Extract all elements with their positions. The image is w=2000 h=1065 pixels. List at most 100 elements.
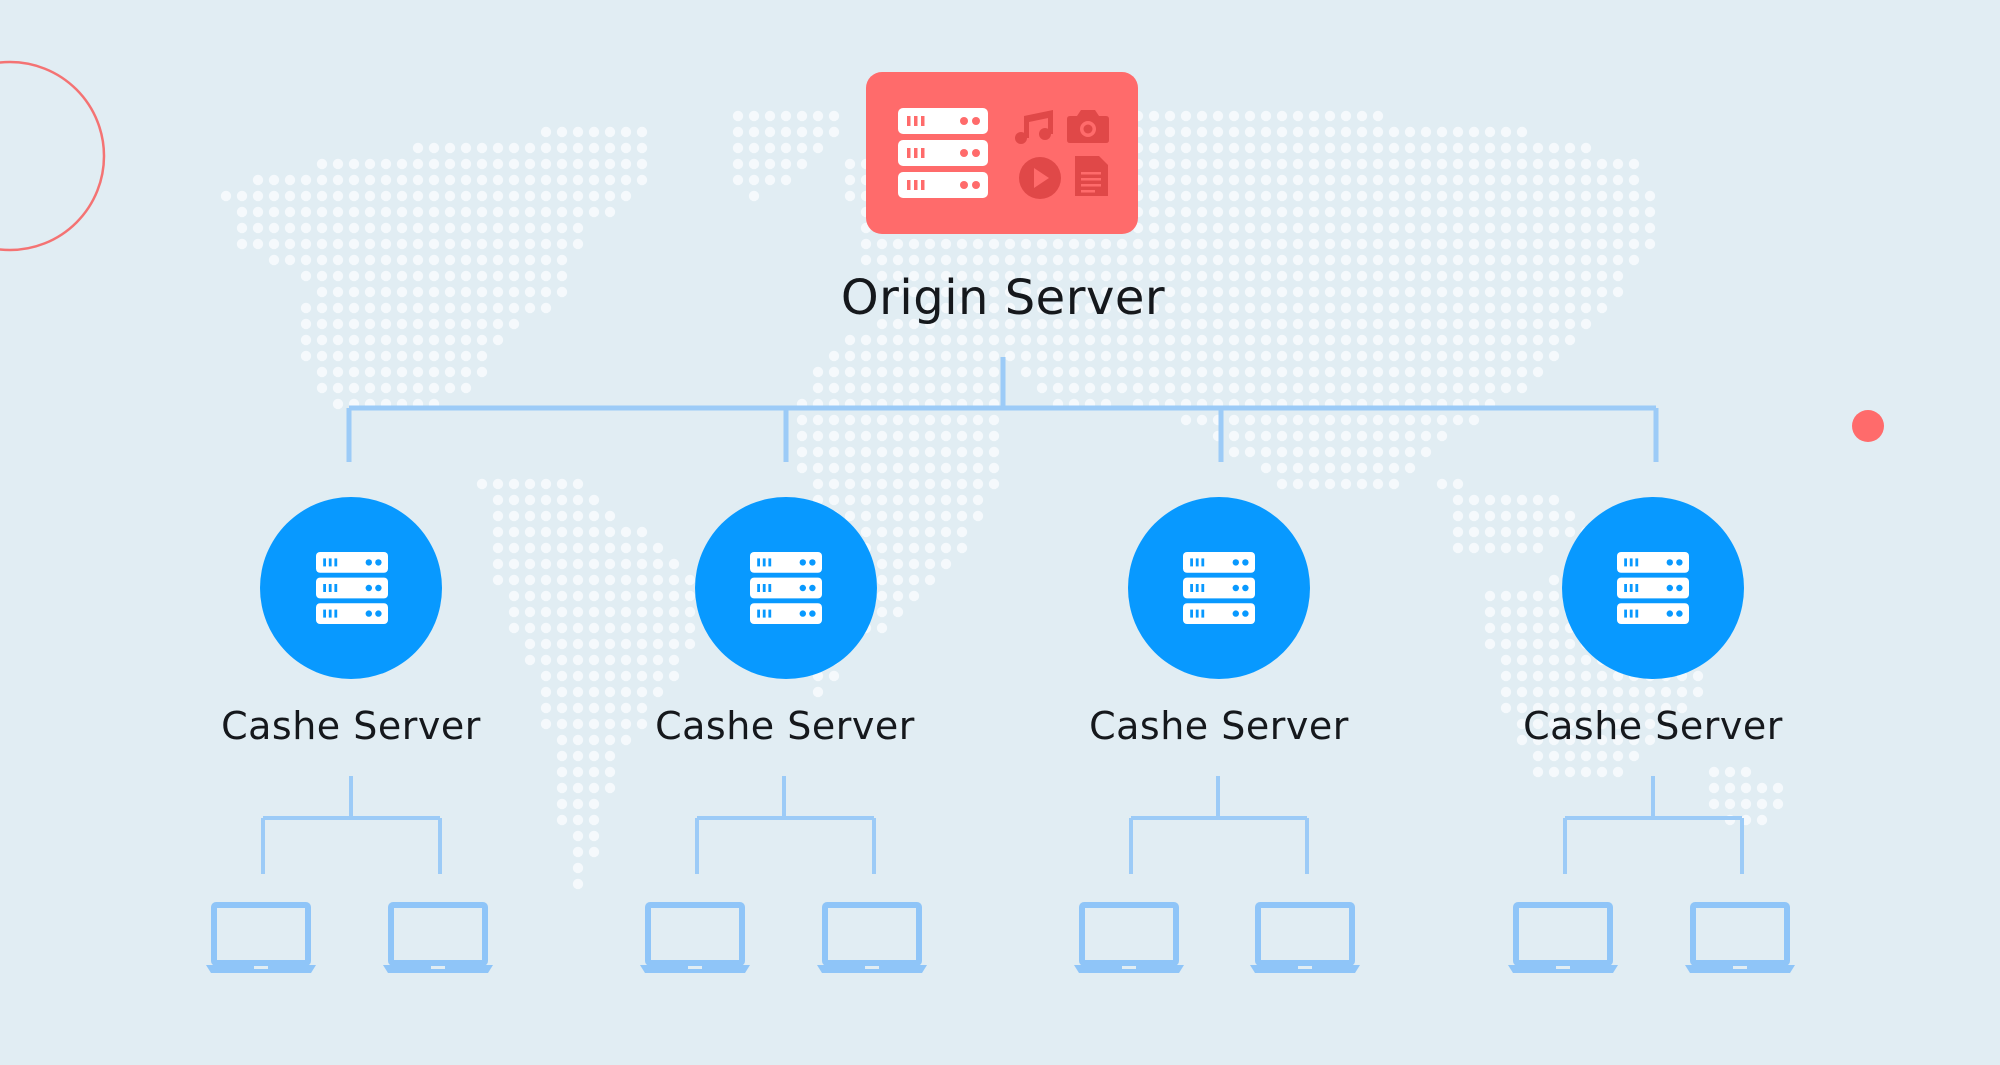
map-dot <box>1484 254 1496 266</box>
map-dot <box>1068 270 1080 282</box>
map-dot <box>412 318 424 330</box>
map-dot <box>620 158 632 170</box>
map-dot <box>732 126 744 138</box>
map-dot <box>1004 270 1016 282</box>
map-dot <box>908 526 920 538</box>
map-dot <box>1532 526 1544 538</box>
map-dot <box>972 446 984 458</box>
map-dot <box>428 286 440 298</box>
map-dot <box>1564 702 1576 714</box>
map-dot <box>1276 382 1288 394</box>
map-dot <box>1356 478 1368 490</box>
map-dot <box>1196 414 1208 426</box>
map-dot <box>1148 174 1160 186</box>
origin-server-rack-icon <box>898 108 988 198</box>
map-dot <box>1452 382 1464 394</box>
map-dot <box>572 190 584 202</box>
map-dot <box>1564 334 1576 346</box>
map-dot <box>860 430 872 442</box>
map-dot <box>1244 286 1256 298</box>
map-dot <box>1164 270 1176 282</box>
map-dot <box>844 494 856 506</box>
map-dot <box>332 382 344 394</box>
map-dot <box>1228 190 1240 202</box>
map-dot <box>1564 286 1576 298</box>
map-dot <box>348 222 360 234</box>
map-dot <box>348 158 360 170</box>
map-dot <box>1516 606 1528 618</box>
map-dot <box>1324 414 1336 426</box>
map-dot <box>1084 366 1096 378</box>
map-dot <box>508 478 520 490</box>
map-dot <box>460 222 472 234</box>
map-dot <box>636 718 648 730</box>
map-dot <box>860 526 872 538</box>
map-dot <box>412 366 424 378</box>
map-dot <box>460 254 472 266</box>
map-dot <box>892 238 904 250</box>
map-dot <box>460 382 472 394</box>
map-dot <box>1452 510 1464 522</box>
map-dot <box>1324 430 1336 442</box>
map-dot <box>444 206 456 218</box>
map-dot <box>428 142 440 154</box>
map-dot <box>1580 158 1592 170</box>
map-dot <box>1196 222 1208 234</box>
map-dot <box>684 590 696 602</box>
map-dot <box>236 190 248 202</box>
map-dot <box>1500 142 1512 154</box>
map-dot <box>908 366 920 378</box>
map-dot <box>1356 318 1368 330</box>
map-dot <box>284 254 296 266</box>
map-dot <box>540 270 552 282</box>
map-dot <box>1324 126 1336 138</box>
map-dot <box>1228 302 1240 314</box>
map-dot <box>828 382 840 394</box>
map-dot <box>444 286 456 298</box>
map-dot <box>364 238 376 250</box>
map-dot <box>396 350 408 362</box>
map-dot <box>1052 286 1064 298</box>
map-dot <box>1260 206 1272 218</box>
map-dot <box>460 142 472 154</box>
map-dot <box>876 414 888 426</box>
map-dot <box>1372 302 1384 314</box>
map-dot <box>588 590 600 602</box>
map-dot <box>1164 158 1176 170</box>
map-dot <box>940 414 952 426</box>
map-dot <box>1532 622 1544 634</box>
client-connector <box>261 776 442 874</box>
map-dot <box>652 606 664 618</box>
map-dot <box>540 654 552 666</box>
map-dot <box>620 190 632 202</box>
map-dot <box>732 158 744 170</box>
map-dot <box>972 350 984 362</box>
map-dot <box>412 158 424 170</box>
map-dot <box>940 526 952 538</box>
map-dot <box>1292 126 1304 138</box>
map-dot <box>1084 350 1096 362</box>
map-dot <box>1548 686 1560 698</box>
map-dot <box>1180 414 1192 426</box>
map-dot <box>572 798 584 810</box>
map-dot <box>956 366 968 378</box>
map-dot <box>748 190 760 202</box>
map-dot <box>668 654 680 666</box>
map-dot <box>460 190 472 202</box>
map-dot <box>1724 766 1736 778</box>
map-dot <box>1372 126 1384 138</box>
map-dot <box>1052 270 1064 282</box>
map-dot <box>524 286 536 298</box>
map-dot <box>540 478 552 490</box>
map-dot <box>828 110 840 122</box>
map-dot <box>1596 238 1608 250</box>
map-dot <box>316 334 328 346</box>
map-dot <box>1532 318 1544 330</box>
map-dot <box>1020 238 1032 250</box>
map-dot <box>1676 702 1688 714</box>
map-dot <box>1548 702 1560 714</box>
map-dot <box>1276 446 1288 458</box>
map-dot <box>556 718 568 730</box>
map-dot <box>908 350 920 362</box>
map-dot <box>956 238 968 250</box>
